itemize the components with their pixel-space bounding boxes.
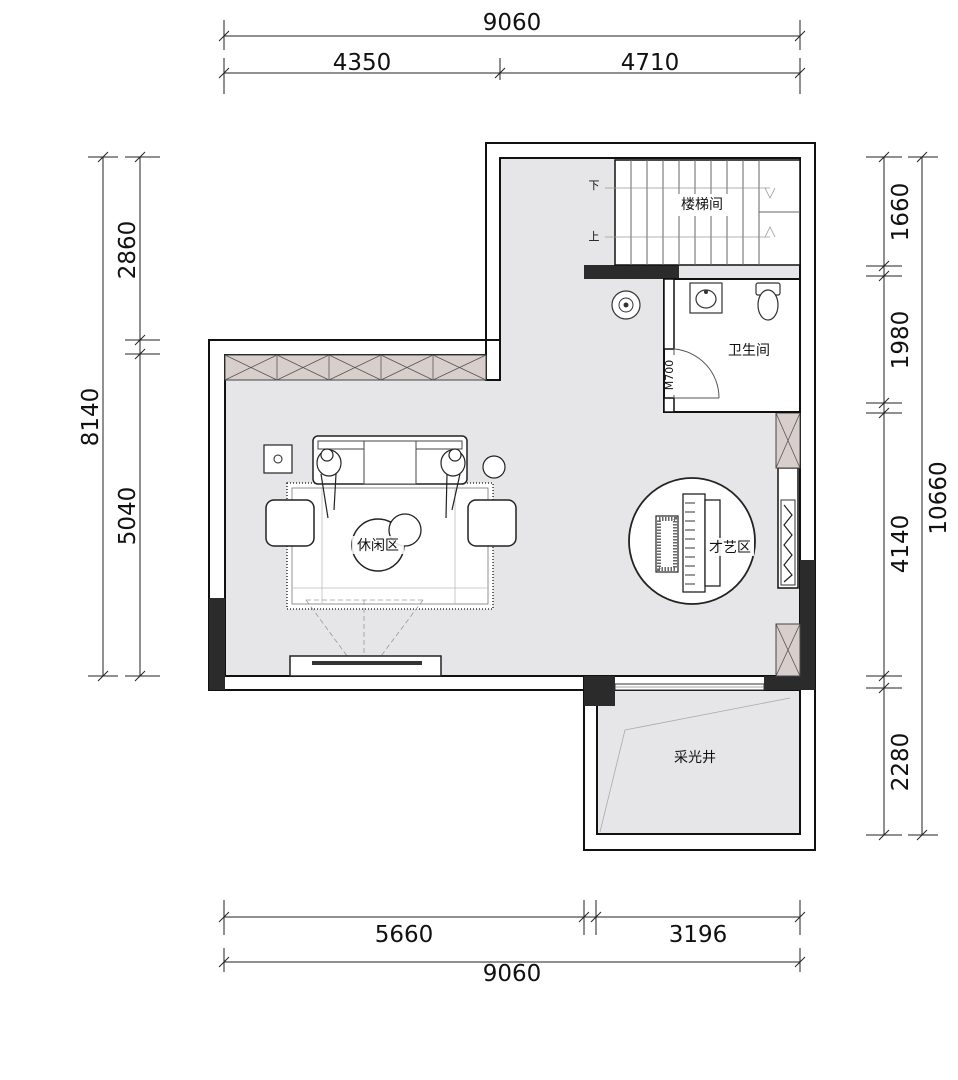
- dim-bottom-total: 9060: [483, 961, 542, 987]
- top-dimensions: 9060 4350 4710: [218, 10, 806, 94]
- lightwell-label: 采光井: [674, 750, 716, 766]
- dim-left-total: 8140: [78, 388, 104, 447]
- door-tag: M700: [663, 360, 676, 391]
- stairwell: 楼梯间 下 上: [589, 159, 801, 266]
- dim-right-2: 1980: [888, 311, 914, 370]
- window-detail: [780, 499, 796, 586]
- leisure-label: 休闲区: [357, 538, 399, 554]
- dim-bottom-left: 5660: [375, 922, 434, 948]
- wardrobe-strip: [224, 354, 487, 381]
- dim-top-left: 4350: [333, 50, 392, 76]
- dim-left-upper: 2860: [115, 221, 141, 280]
- dim-right-total: 10660: [926, 461, 952, 534]
- leisure-area: 休闲区: [263, 435, 517, 677]
- bathroom: M700 卫生间: [663, 278, 801, 413]
- person-icon: [440, 448, 466, 519]
- right-cabinets: [775, 412, 801, 677]
- art-label: 才艺区: [709, 540, 751, 556]
- stairwell-label: 楼梯间: [681, 197, 723, 213]
- dim-right-4: 2280: [888, 733, 914, 792]
- art-area: 才艺区: [628, 477, 756, 605]
- bathroom-label: 卫生间: [728, 343, 770, 359]
- right-dimensions: 1660 1980 4140 2280 10660: [866, 151, 952, 841]
- stair-down-label: 下: [589, 179, 600, 192]
- person-icon: [316, 448, 342, 519]
- dim-left-lower: 5040: [115, 487, 141, 546]
- stair-up-label: 上: [589, 230, 600, 243]
- dim-top-total: 9060: [483, 10, 542, 36]
- dim-right-1: 1660: [888, 183, 914, 242]
- dim-bottom-right: 3196: [669, 922, 728, 948]
- left-dimensions: 8140 2860 5040: [78, 151, 160, 682]
- dim-top-right: 4710: [621, 50, 680, 76]
- lightwell: 采光井: [599, 683, 791, 833]
- dim-right-3: 4140: [888, 515, 914, 574]
- floor-drain-icon: [611, 290, 641, 320]
- bottom-dimensions: 5660 3196 9060: [218, 900, 806, 987]
